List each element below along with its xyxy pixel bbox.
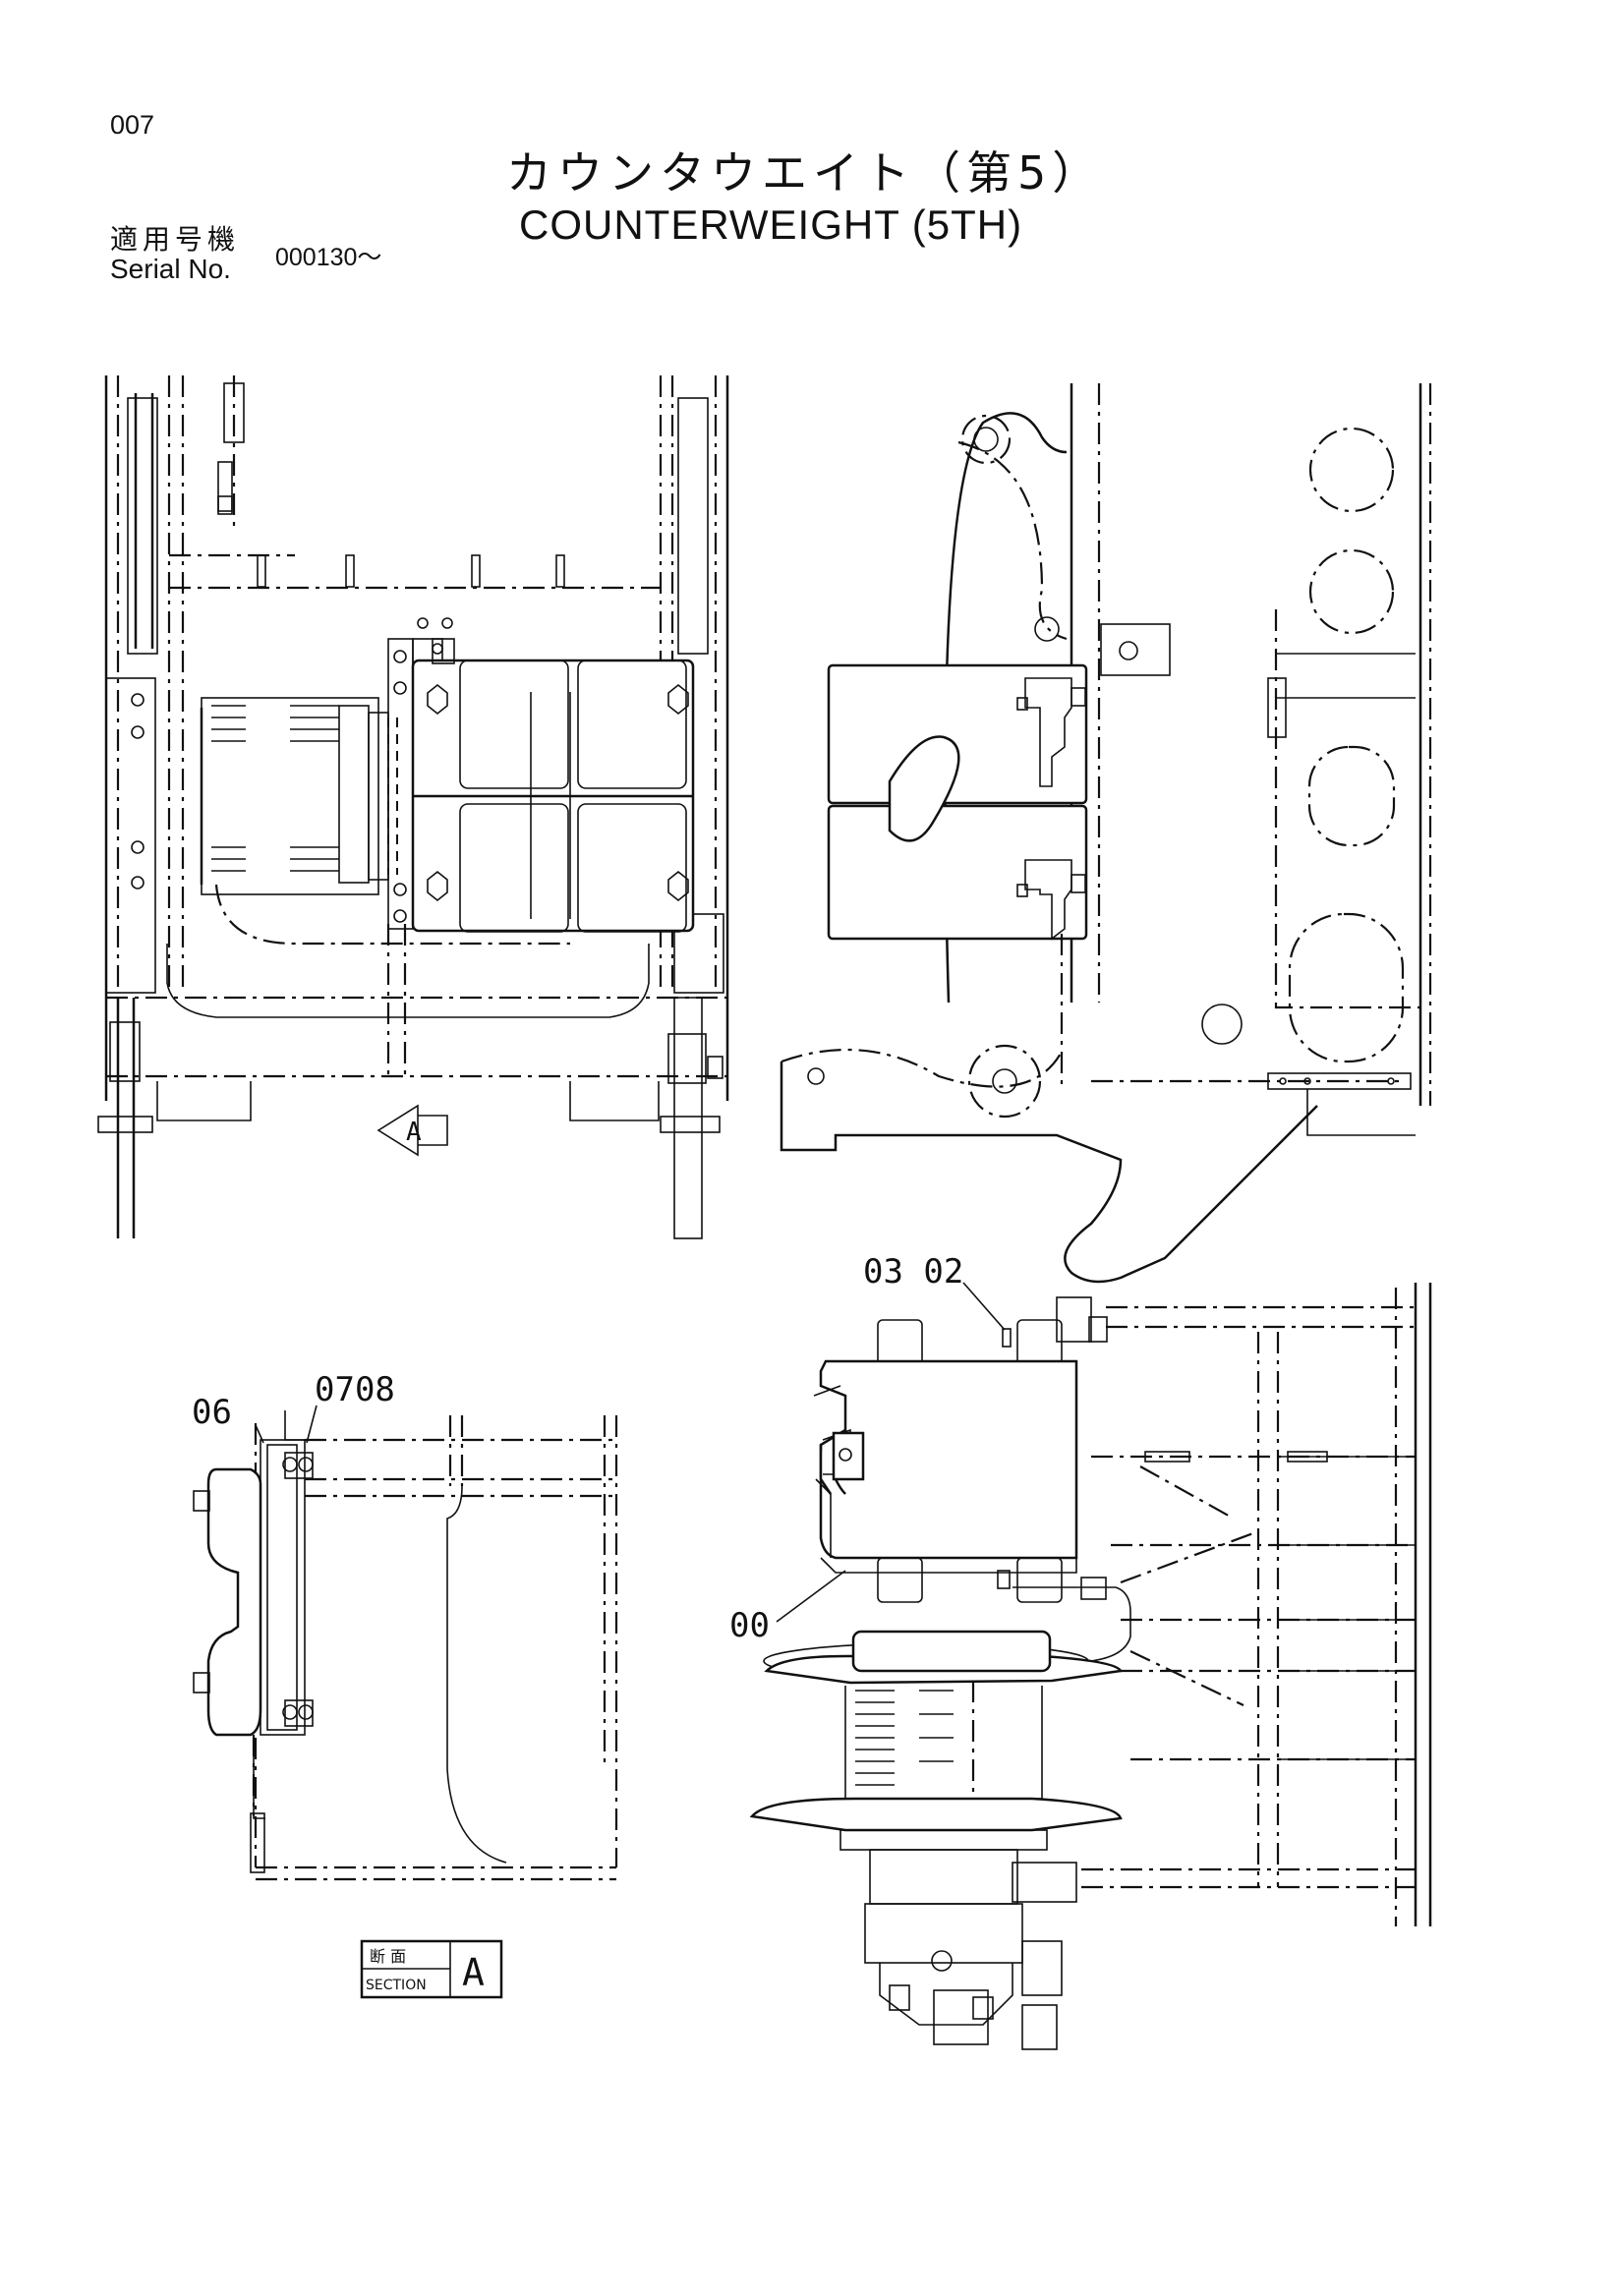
page-number: 007 bbox=[110, 110, 155, 140]
top-view-assembly: A bbox=[97, 375, 729, 1239]
title-english: COUNTERWEIGHT (5TH) bbox=[519, 201, 1023, 248]
callout-06: 06 bbox=[192, 1393, 232, 1432]
callout-0708: 0708 bbox=[315, 1370, 395, 1409]
section-label-english: SECTION bbox=[366, 1978, 427, 1993]
callout-00: 00 bbox=[729, 1606, 770, 1645]
side-view-assembly bbox=[780, 383, 1432, 1284]
serial-label-english: Serial No. bbox=[110, 254, 231, 284]
serial-number-value: 000130～ bbox=[275, 244, 382, 271]
exploded-isometric-view: 03 02 00 bbox=[729, 1252, 1432, 2050]
section-label-japanese: 断 面 bbox=[370, 1947, 406, 1966]
serial-label-japanese: 適用号機 bbox=[110, 223, 241, 256]
callout-0302: 03 02 bbox=[863, 1252, 963, 1292]
view-a-arrow-label: A bbox=[406, 1118, 422, 1147]
title-japanese: カウンタウエイト（第5） bbox=[506, 146, 1104, 200]
section-letter: A bbox=[462, 1951, 485, 1994]
section-a-view: 0708 06 断 面 SECTION A bbox=[192, 1370, 618, 1999]
